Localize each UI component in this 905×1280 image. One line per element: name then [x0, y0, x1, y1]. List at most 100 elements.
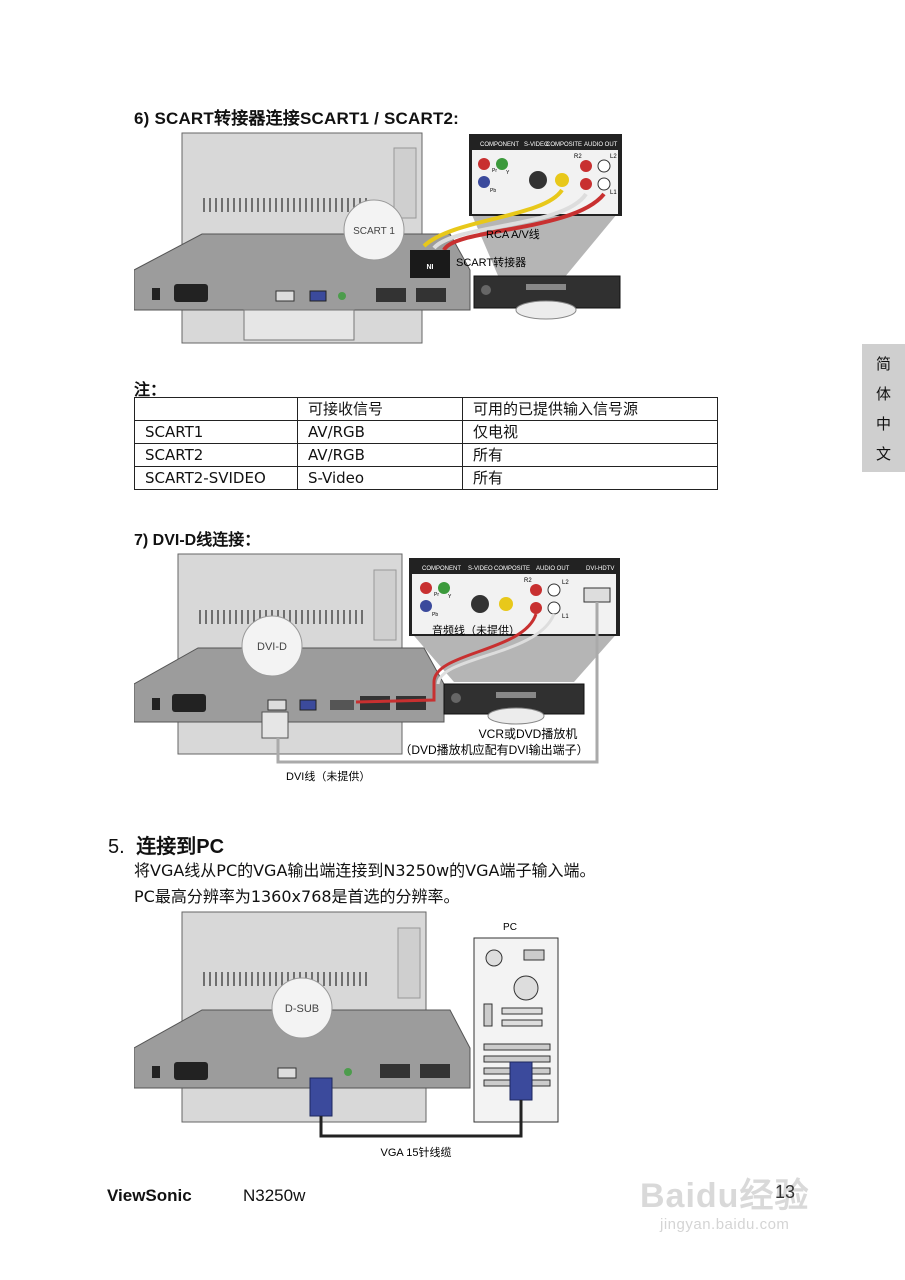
table-header-cell — [135, 398, 298, 421]
pc-connection-diagram: D-SUB PC VGA 15针线缆 — [134, 908, 564, 1166]
jack-y — [438, 582, 450, 594]
power-switch — [152, 288, 160, 300]
panel-label-l1: L1 — [562, 614, 569, 620]
scart1-port — [380, 1064, 410, 1078]
dvi-callout-label: DVI-D — [257, 641, 287, 653]
table-cell: 所有 — [463, 467, 718, 490]
scart2-port — [396, 696, 426, 710]
jack-composite — [499, 597, 513, 611]
monitor-side-strip — [394, 148, 416, 218]
panel-label-r2: R2 — [524, 578, 532, 584]
pc-bay — [484, 1056, 550, 1062]
jack-svideo — [529, 171, 547, 189]
power-socket — [174, 1062, 208, 1080]
panel-label-l1: L1 — [610, 190, 617, 196]
panel-label-pb: Pb — [490, 188, 496, 194]
jack-l1 — [598, 178, 610, 190]
table-cell: SCART2 — [135, 444, 298, 467]
jack-l1 — [548, 602, 560, 614]
vcr-note: （DVD播放机应配有DVI输出端子） — [399, 742, 588, 757]
dvi-hdtv-port — [584, 588, 610, 602]
rca-cable-label: RCA A/V线 — [486, 227, 540, 241]
vga-plug-pc — [510, 1062, 532, 1100]
table-cell: SCART2-SVIDEO — [135, 467, 298, 490]
panel-label-pr: Pr — [492, 168, 497, 174]
audio-plug — [330, 700, 354, 710]
page-number: 13 — [775, 1182, 795, 1203]
section5-title: 连接到PC — [136, 836, 224, 858]
jack-l2 — [548, 584, 560, 596]
section5-heading: 5. 连接到PC — [108, 830, 224, 859]
scart-callout-label: SCART 1 — [353, 226, 395, 237]
table-cell: AV/RGB — [298, 444, 463, 467]
audio-port — [338, 292, 346, 300]
dvi-port — [278, 1068, 296, 1078]
pc-slot — [502, 1020, 542, 1026]
table-cell: SCART1 — [135, 421, 298, 444]
dvd-tray — [496, 692, 536, 698]
jack-r2 — [580, 160, 592, 172]
panel-label-pb: Pb — [432, 612, 438, 618]
table-row: SCART2 AV/RGB 所有 — [135, 444, 718, 467]
jack-svideo — [471, 595, 489, 613]
audio-cable-label: 音频线（未提供） — [432, 623, 520, 637]
scart2-port — [416, 288, 446, 302]
footer-model: N3250w — [243, 1186, 305, 1206]
table-row: SCART2-SVIDEO S-Video 所有 — [135, 467, 718, 490]
power-socket — [174, 284, 208, 302]
monitor-stand — [244, 310, 354, 340]
panel-label-r2: R2 — [574, 154, 582, 160]
panel-label-l2: L2 — [610, 154, 617, 160]
dvd-tray — [526, 284, 566, 290]
dvi-cable-label: DVI线（未提供） — [286, 769, 370, 783]
pc-fan-large — [514, 976, 538, 1000]
vcr-label: VCR或DVD播放机 — [479, 726, 578, 741]
dvi-port — [276, 291, 294, 301]
section7-title: 7) DVI-D线连接： — [134, 526, 260, 550]
dsub-callout-label: D-SUB — [285, 1003, 319, 1015]
table-cell: S-Video — [298, 467, 463, 490]
dvi-connection-diagram: DVI-D COMPONENT S-VIDEO COMPOSITE AUDIO … — [134, 552, 624, 788]
jack-pb — [478, 176, 490, 188]
side-tab-char: 简 — [876, 353, 891, 374]
jack-r2 — [530, 584, 542, 596]
table-header-row: 可接收信号 可用的已提供输入信号源 — [135, 398, 718, 421]
jack-pb — [420, 600, 432, 612]
jack-pr — [420, 582, 432, 594]
panel-label-svideo: S-VIDEO — [468, 566, 493, 572]
dvd-knob — [451, 693, 461, 703]
monitor-side-strip — [398, 928, 420, 998]
panel-label-composite: COMPOSITE — [494, 566, 530, 572]
table-row: SCART1 AV/RGB 仅电视 — [135, 421, 718, 444]
footer-brand: ViewSonic — [107, 1186, 192, 1206]
scart-adapter-label: SCART转接器 — [456, 255, 526, 269]
table-header-cell: 可接收信号 — [298, 398, 463, 421]
panel-label-component: COMPONENT — [480, 142, 519, 148]
vga-plug-monitor — [310, 1078, 332, 1116]
table-cell: AV/RGB — [298, 421, 463, 444]
audio-port — [344, 1068, 352, 1076]
pc-bay — [484, 1044, 550, 1050]
panel-label-audio-out: AUDIO OUT — [584, 142, 618, 148]
vga-port — [300, 700, 316, 710]
pc-fan — [486, 950, 502, 966]
baidu-watermark-url: jingyan.baidu.com — [660, 1216, 789, 1233]
table-cell: 所有 — [463, 444, 718, 467]
jack-r1 — [530, 602, 542, 614]
disc — [488, 708, 544, 724]
section5-line2: PC最高分辨率为1360x768是首选的分辨率。 — [134, 883, 460, 907]
scart-connection-diagram: SCART 1 COMPONENT S-VIDEO COMPOSITE AUDI… — [134, 128, 624, 350]
panel-label-pr: Pr — [434, 592, 439, 598]
jack-composite — [555, 173, 569, 187]
panel-label-l2: L2 — [562, 580, 569, 586]
pc-slot — [502, 1008, 542, 1014]
scart-adapter-badge: NI — [427, 264, 434, 271]
section5-number: 5. — [108, 836, 125, 858]
dvi-port — [268, 700, 286, 710]
side-tab-char: 文 — [876, 443, 891, 464]
pc-port — [484, 1004, 492, 1026]
language-side-tab: 简 体 中 文 — [862, 344, 905, 472]
section5-line1: 将VGA线从PC的VGA输出端连接到N3250w的VGA端子输入端。 — [134, 857, 595, 881]
jack-pr — [478, 158, 490, 170]
dvd-knob — [481, 285, 491, 295]
